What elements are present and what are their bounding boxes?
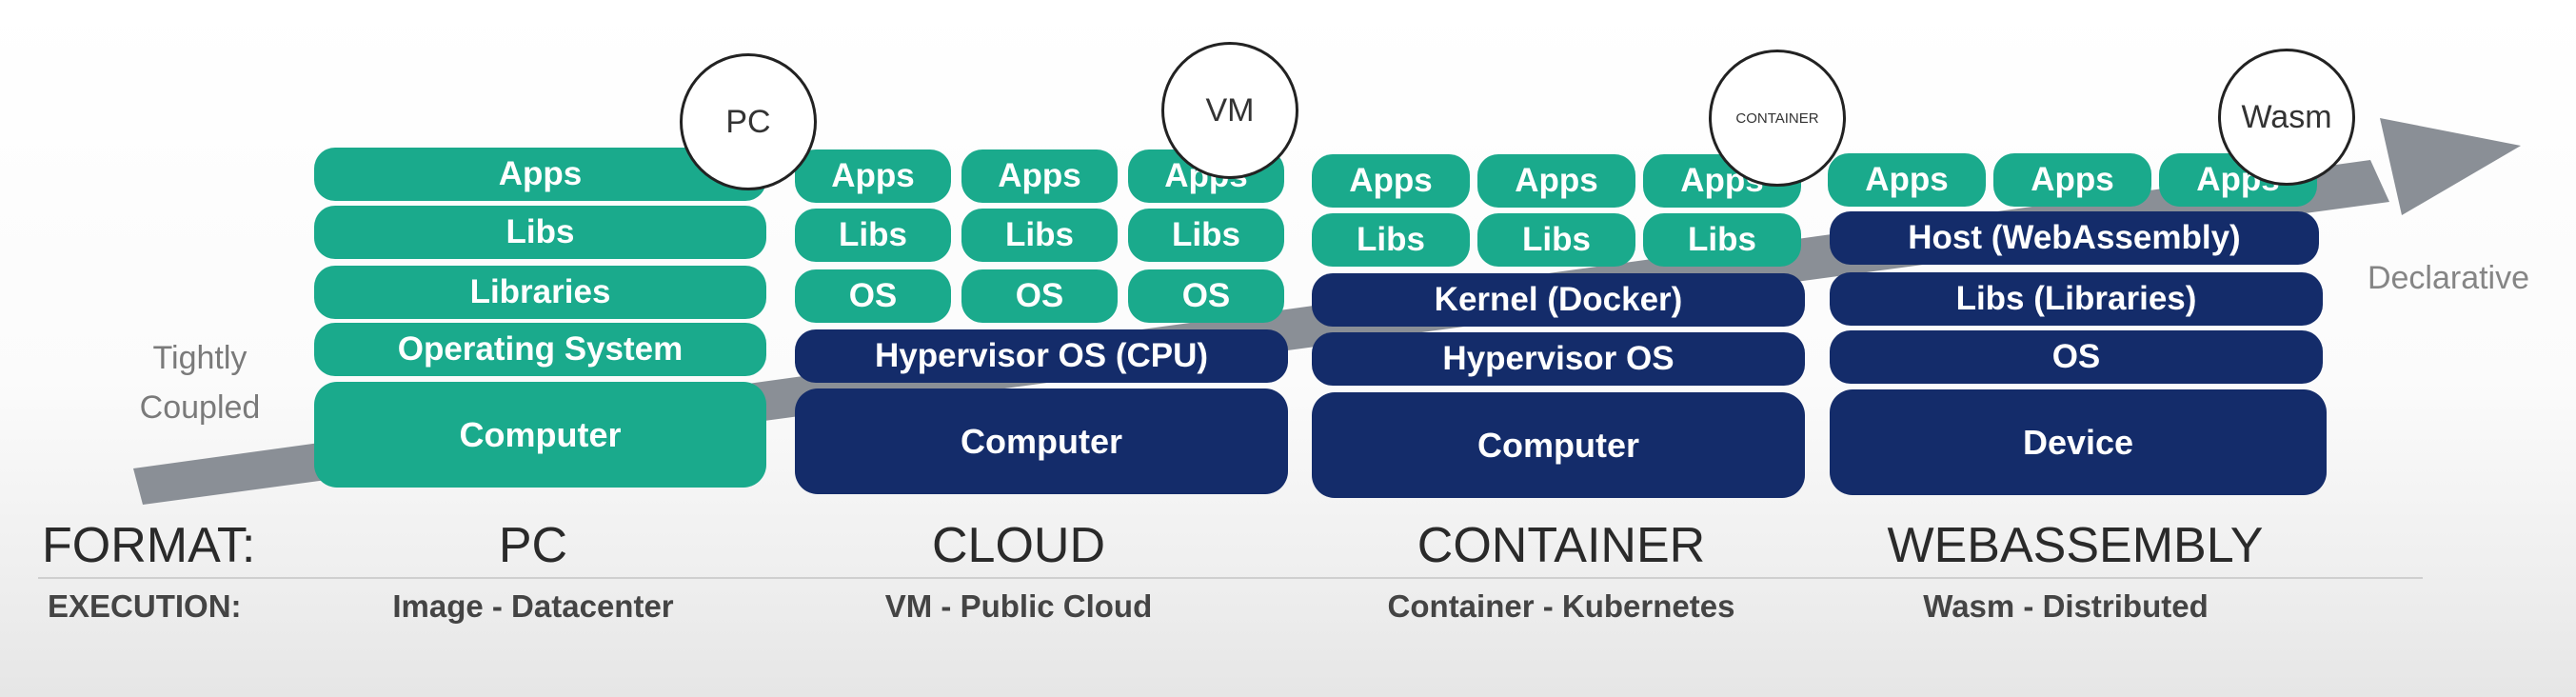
format-webassembly: WEBASSEMBLY: [1887, 518, 2264, 573]
cloud-libs-block-2: Libs: [961, 209, 1118, 262]
wasm-apps-block-2: Apps: [1993, 153, 2151, 207]
tightly-coupled-label: Tightly Coupled: [119, 333, 281, 432]
table-divider: [38, 577, 2423, 579]
cloud-apps-block-1: Apps: [795, 149, 951, 203]
cloud-libs-block-3: Libs: [1128, 209, 1284, 262]
container-kernel-block: Kernel (Docker): [1312, 273, 1805, 327]
wasm-device-block: Device: [1830, 389, 2327, 495]
cloud-os-block-1: OS: [795, 269, 951, 323]
format-container: CONTAINER: [1417, 518, 1706, 573]
wasm-os-block: OS: [1830, 330, 2323, 384]
format-row-label: FORMAT:: [42, 518, 256, 573]
container-computer-block: Computer: [1312, 392, 1805, 498]
cloud-apps-block-2: Apps: [961, 149, 1118, 203]
left-label-line-1: Tightly: [152, 340, 248, 376]
cloud-hypervisor-block: Hypervisor OS (CPU): [795, 329, 1288, 383]
wasm-apps-block-1: Apps: [1828, 153, 1986, 207]
format-cloud: CLOUD: [931, 518, 1106, 573]
execution-webassembly: Wasm - Distributed: [1923, 588, 2209, 624]
execution-container: Container - Kubernetes: [1387, 588, 1735, 624]
pc-circle-badge: PC: [680, 53, 817, 190]
wasm-libs-block: Libs (Libraries): [1830, 272, 2323, 326]
container-hypervisor-block: Hypervisor OS: [1312, 332, 1805, 386]
vm-circle-badge: VM: [1161, 42, 1298, 179]
pc-computer-block: Computer: [314, 382, 766, 488]
container-libs-block-1: Libs: [1312, 213, 1470, 267]
container-libs-block-3: Libs: [1643, 213, 1801, 267]
pc-libraries-block: Libraries: [314, 266, 766, 319]
execution-cloud: VM - Public Cloud: [884, 588, 1153, 624]
left-label-line-2: Coupled: [139, 389, 261, 426]
format-pc: PC: [498, 518, 568, 573]
wasm-host-block: Host (WebAssembly): [1830, 211, 2319, 265]
container-apps-block-2: Apps: [1477, 154, 1635, 208]
container-libs-block-2: Libs: [1477, 213, 1635, 267]
wasm-circle-badge: Wasm: [2218, 49, 2355, 186]
declarative-label: Declarative: [2367, 260, 2530, 296]
container-apps-block-1: Apps: [1312, 154, 1470, 208]
cloud-computer-block: Computer: [795, 388, 1288, 494]
cloud-libs-block-1: Libs: [795, 209, 951, 262]
cloud-os-block-2: OS: [961, 269, 1118, 323]
execution-row-label: EXECUTION:: [48, 588, 242, 624]
pc-operating-system-block: Operating System: [314, 323, 766, 376]
pc-libs-block: Libs: [314, 206, 766, 259]
arrow-head: [2380, 118, 2521, 215]
cloud-os-block-3: OS: [1128, 269, 1284, 323]
container-circle-badge: CONTAINER: [1709, 50, 1846, 187]
execution-pc: Image - Datacenter: [392, 588, 674, 624]
